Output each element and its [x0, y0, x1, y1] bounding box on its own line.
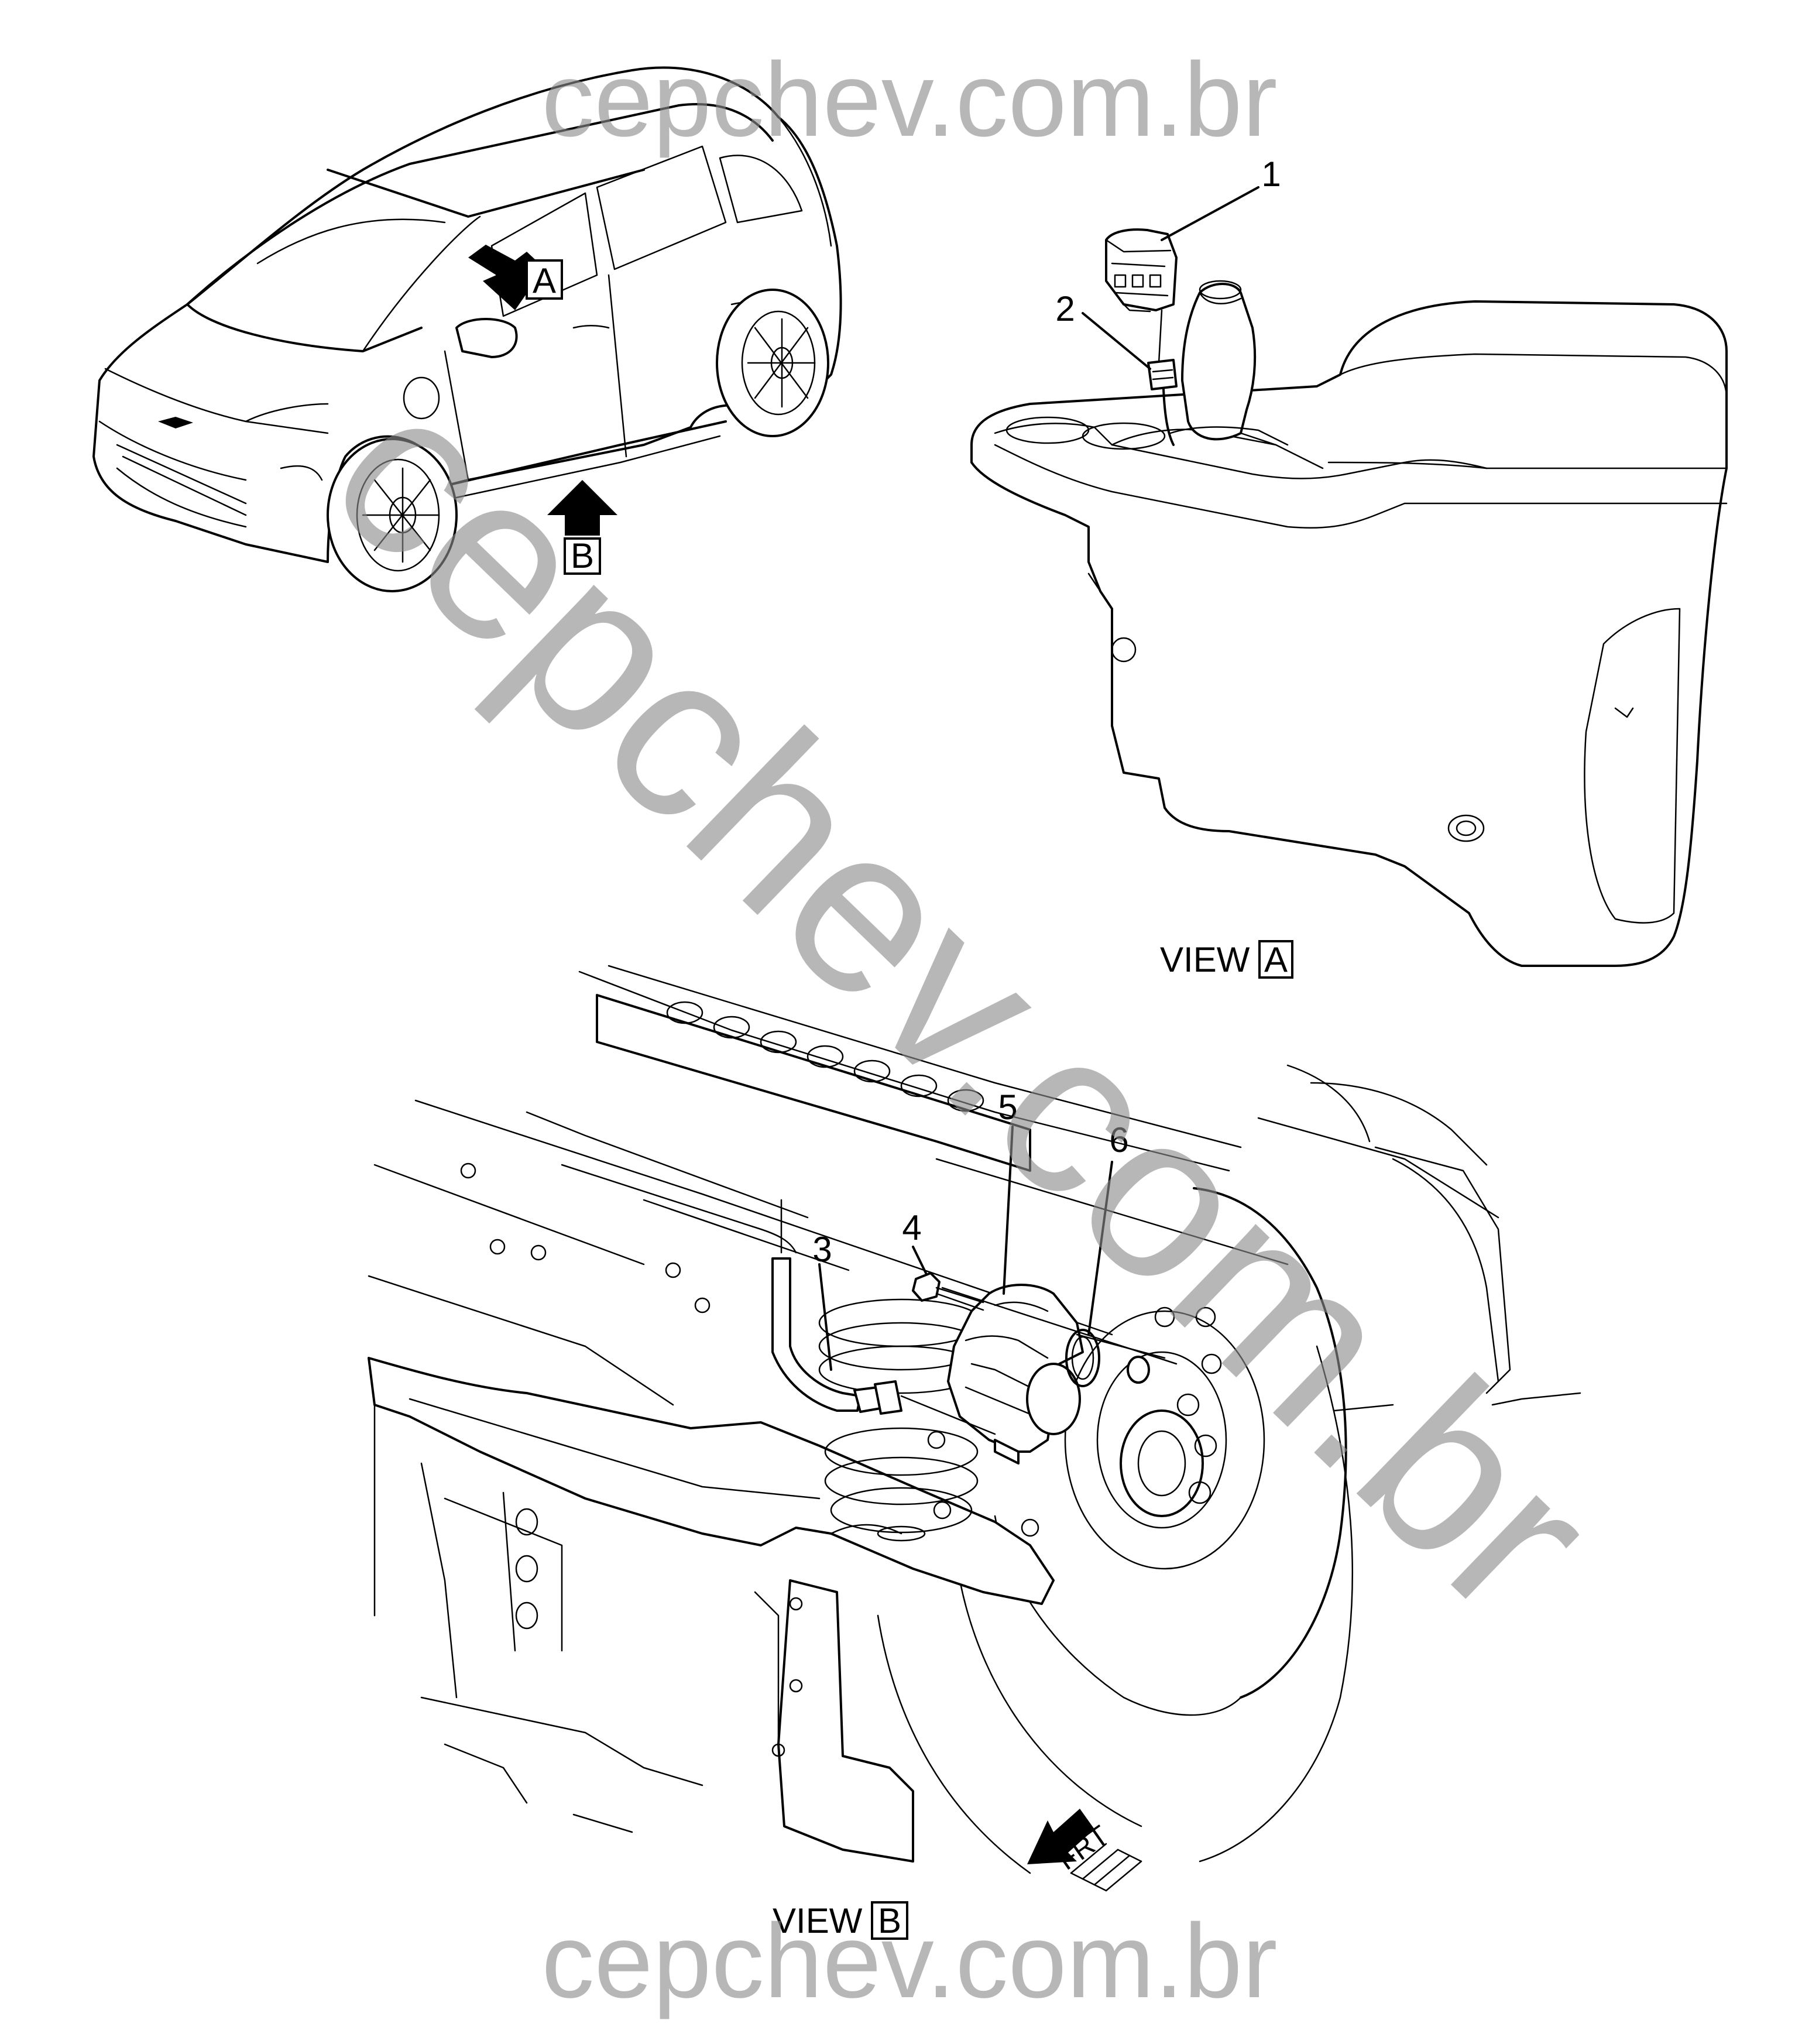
callout-5: 5 — [998, 1088, 1017, 1127]
vehicle-overview — [92, 66, 842, 592]
front-direction-arrow: FRT — [1027, 1809, 1142, 1892]
view-b-underbody — [368, 965, 1581, 1874]
watermark-top: cepchev.com.br — [541, 41, 1277, 159]
view-b-arrow-marker: B — [547, 480, 617, 575]
callout-6: 6 — [1109, 1120, 1128, 1160]
part-3-harness — [771, 1199, 996, 1435]
view-a-label-letter: A — [1264, 940, 1288, 979]
part-4-bolt — [912, 1272, 984, 1311]
view-a-console — [970, 280, 1728, 967]
callout-leaders — [818, 186, 1259, 1371]
watermark-bottom: cepchev.com.br — [541, 1902, 1277, 2020]
view-b-marker-letter: B — [571, 536, 594, 575]
part-6-seal — [1065, 1329, 1100, 1387]
callout-4: 4 — [902, 1208, 921, 1247]
view-b-label-letter: B — [878, 1901, 901, 1940]
callout-1: 1 — [1261, 155, 1281, 194]
view-b-label: VIEW B — [773, 1901, 908, 1940]
view-b-label-word: VIEW — [773, 1901, 863, 1940]
part-1-switch — [1105, 228, 1178, 313]
callout-3: 3 — [812, 1230, 832, 1269]
callout-2: 2 — [1055, 289, 1075, 328]
view-a-label: VIEW A — [1160, 940, 1293, 979]
view-a-arrow-marker: A — [468, 245, 563, 310]
view-a-label-word: VIEW — [1160, 940, 1250, 979]
part-2-connector — [1147, 309, 1178, 446]
view-a-marker-letter: A — [533, 261, 556, 300]
